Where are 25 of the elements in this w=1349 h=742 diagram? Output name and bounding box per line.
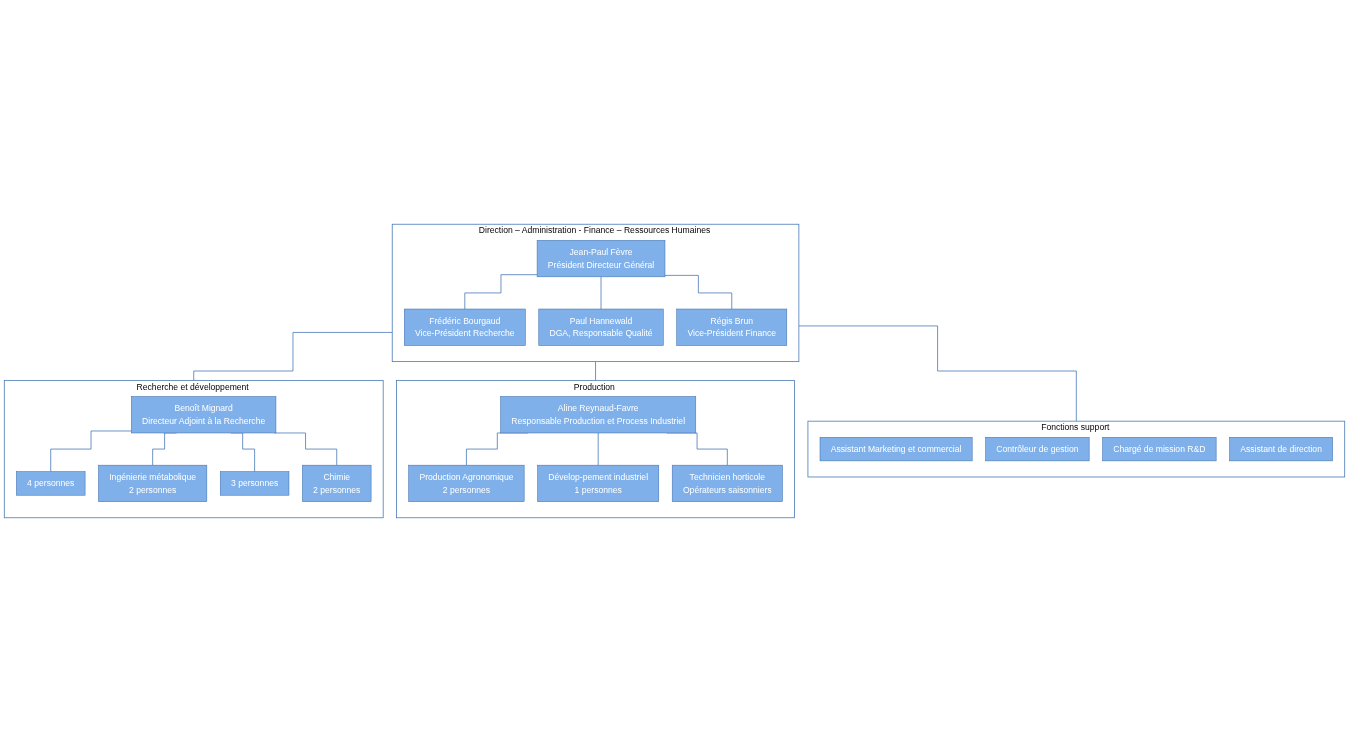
node-box: 3 personnes: [220, 471, 290, 496]
connector: [464, 274, 538, 310]
connector: [798, 325, 1077, 422]
connector: [600, 276, 602, 310]
node-box: Chargé de mission R&D: [1102, 437, 1217, 462]
node-box: Jean-Paul Fèvre Président Directeur Général: [536, 240, 666, 278]
node-box: Benoît Mignard Directeur Adjoint à la Recherche: [131, 396, 277, 434]
connector: [597, 432, 599, 466]
node-box: Ingénierie métabolique 2 personnes: [98, 464, 208, 502]
node-box: Assistant Marketing et commercial: [819, 437, 973, 462]
node-box: Production Agronomique 2 personnes: [408, 464, 525, 502]
node-box: Contrôleur de gestion: [985, 437, 1090, 462]
node-box: Technicien horticole Opérateurs saisonniers: [671, 464, 783, 502]
connector: [664, 275, 733, 310]
node-box: Chimie 2 personnes: [302, 464, 372, 502]
node-box: Dévelop-pement industriel 1 personnes: [537, 464, 660, 502]
node-box: Assistant de direction: [1229, 437, 1333, 462]
node-box: Frédéric Bourgaud Vice-Président Recherche: [404, 308, 526, 346]
connector: [595, 361, 596, 381]
node-box: 4 personnes: [16, 471, 86, 496]
node-box: Aline Reynaud-Favre Responsable Production et Process Industriel: [500, 396, 697, 434]
node-box: Paul Hannewald DGA, Responsable Qualité: [538, 308, 664, 346]
connector: [193, 332, 393, 381]
node-box: Régis Brun Vice-Président Finance: [676, 308, 788, 346]
connector: [50, 430, 132, 472]
